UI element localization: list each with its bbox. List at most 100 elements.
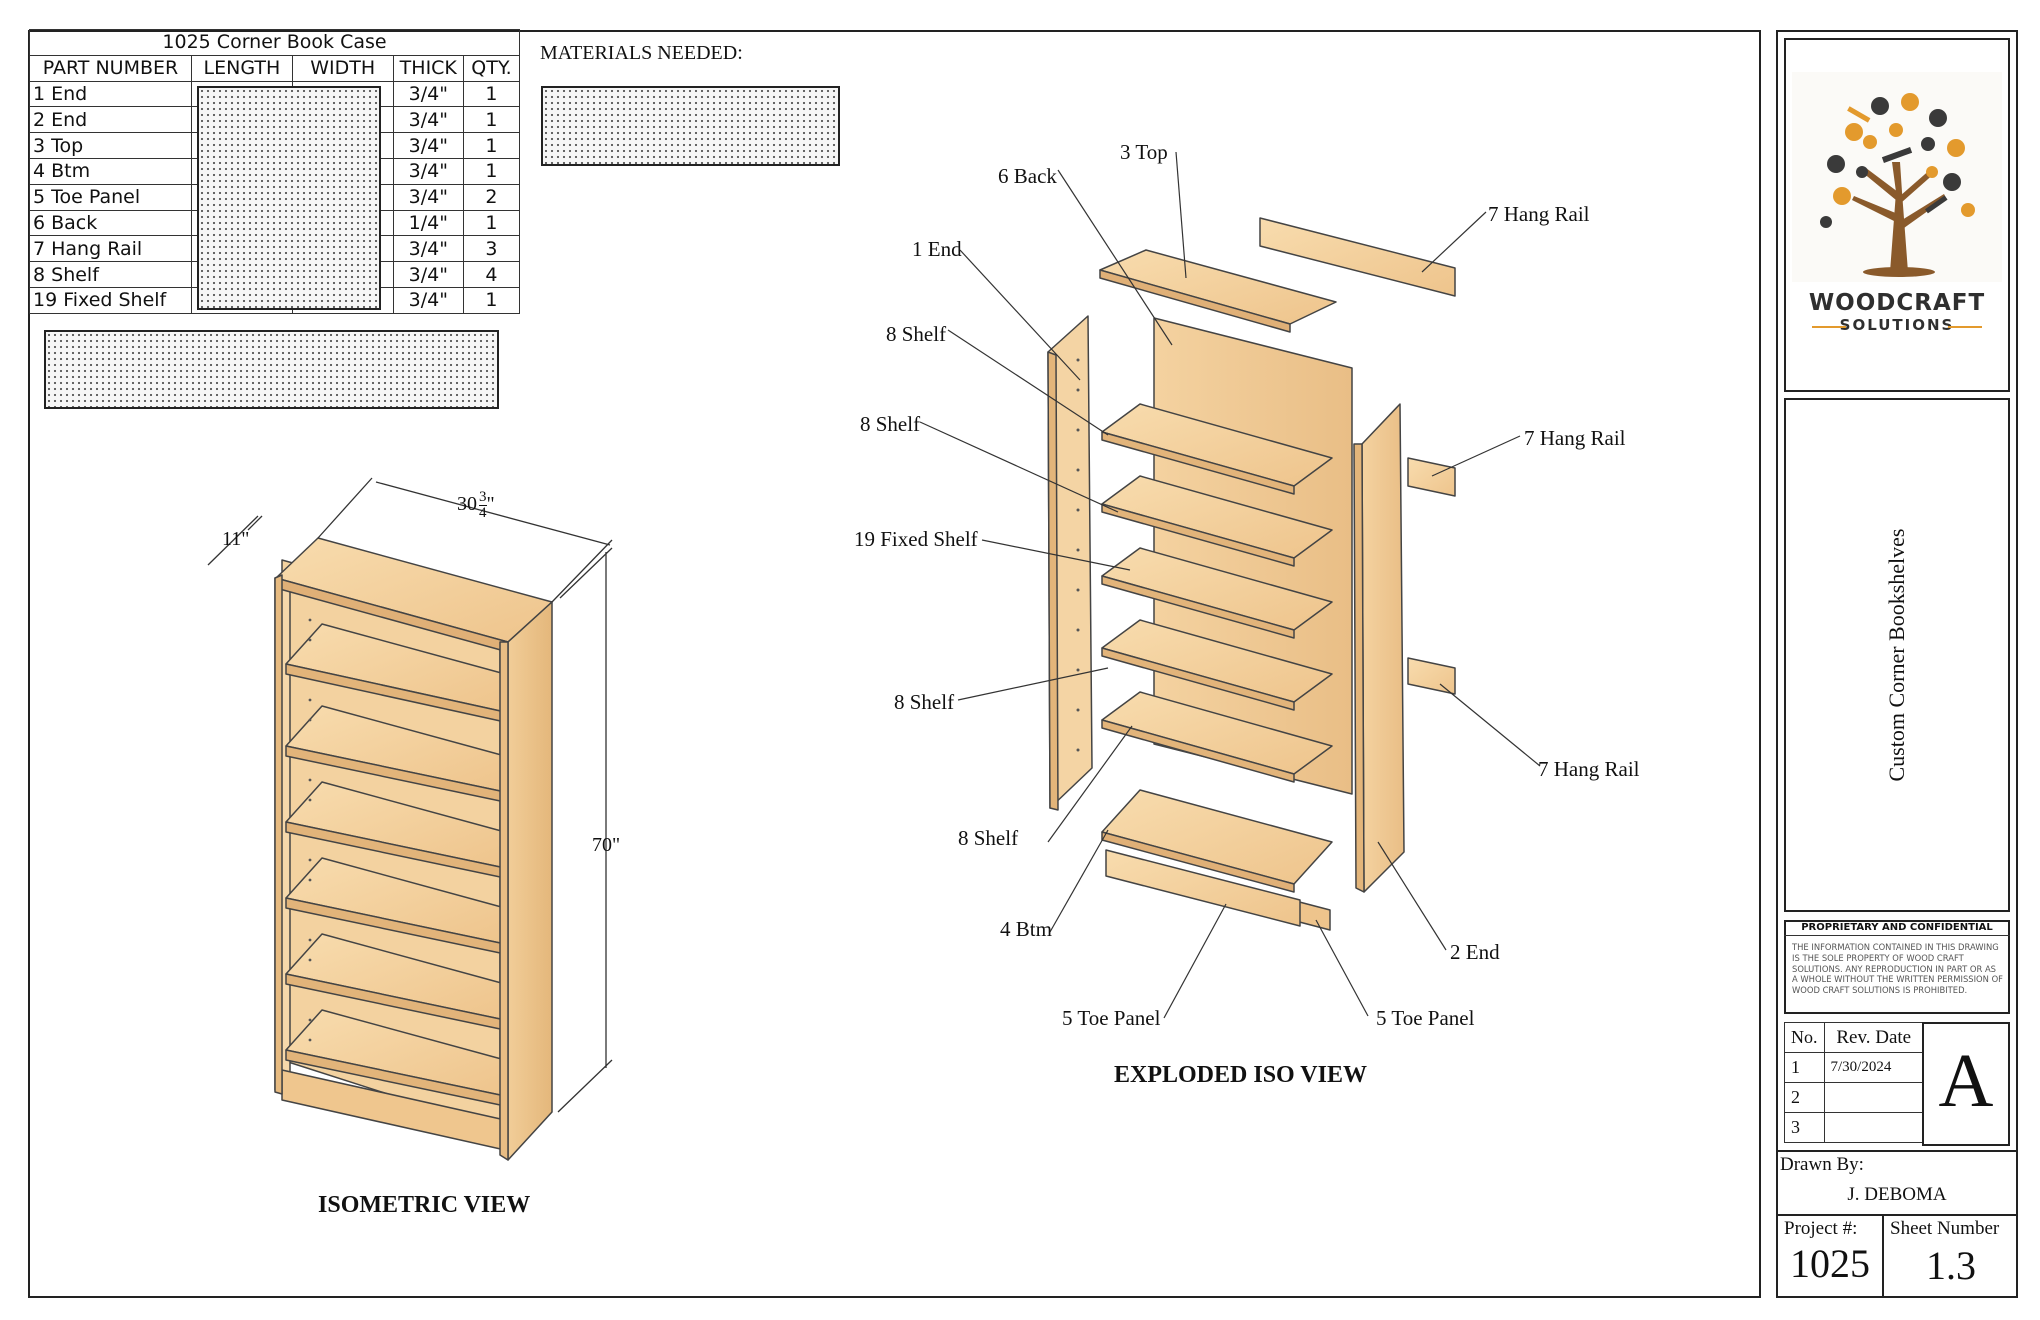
label-shelf-4: 8 Shelf bbox=[958, 826, 1019, 850]
label-end-1: 1 End bbox=[912, 237, 962, 261]
label-toe-panel-2: 5 Toe Panel bbox=[1376, 1006, 1475, 1030]
dimension-width-numerator: 3 bbox=[479, 489, 487, 506]
label-toe-panel-1: 5 Toe Panel bbox=[1062, 1006, 1161, 1030]
thick-cell: 3/4" bbox=[392, 235, 464, 263]
header-length: LENGTH bbox=[190, 54, 293, 82]
label-fixed-shelf: 19 Fixed Shelf bbox=[854, 527, 978, 551]
logo-rule-left bbox=[1812, 326, 1846, 328]
logo-panel bbox=[1784, 38, 2010, 392]
header-part-number: PART NUMBER bbox=[29, 54, 192, 82]
qty-cell: 1 bbox=[462, 286, 521, 314]
cut-list-title: 1025 Corner Book Case bbox=[29, 29, 520, 56]
part-cell: 4 Btm bbox=[29, 157, 192, 185]
redacted-notes-block bbox=[44, 330, 499, 409]
part-cell: 6 Back bbox=[29, 209, 192, 237]
sheet-number: 1.3 bbox=[1926, 1243, 1976, 1288]
header-thick: THICK bbox=[392, 54, 464, 82]
project-sheet-divider bbox=[1882, 1216, 1884, 1298]
label-shelf-1: 8 Shelf bbox=[886, 322, 947, 346]
size-letter: A bbox=[1938, 1039, 1994, 1123]
part-cell: 8 Shelf bbox=[29, 261, 192, 288]
qty-cell: 1 bbox=[462, 80, 521, 108]
drawing-title: Custom Corner Bookshelves bbox=[1884, 528, 1909, 782]
thick-cell: 1/4" bbox=[392, 209, 464, 237]
label-hang-rail-top: 7 Hang Rail bbox=[1488, 202, 1590, 226]
table-row: 3 bbox=[1784, 1112, 1924, 1143]
qty-cell: 4 bbox=[462, 261, 521, 288]
table-row: 2 bbox=[1784, 1082, 1924, 1113]
drawing-title-panel bbox=[1784, 398, 2010, 912]
redacted-dimensions-block bbox=[197, 86, 381, 310]
drawn-by-name: J. DEBOMA bbox=[1847, 1184, 1947, 1205]
proprietary-text: THE INFORMATION CONTAINED IN THIS DRAWIN… bbox=[1792, 942, 2003, 996]
part-cell: 3 Top bbox=[29, 132, 192, 159]
proprietary-panel bbox=[1784, 920, 2010, 1014]
exploded-view-drawing bbox=[919, 151, 1541, 1019]
dimension-width-whole: 30 bbox=[457, 493, 477, 516]
logo-rule-right bbox=[1948, 326, 1982, 328]
isometric-view-drawing bbox=[207, 477, 613, 1161]
dimension-depth: 11" bbox=[222, 528, 250, 550]
revision-no: 3 bbox=[1784, 1112, 1825, 1143]
materials-heading: MATERIALS NEEDED: bbox=[540, 42, 743, 64]
logo-text-woodcraft: WOODCRAFT bbox=[1808, 290, 1986, 316]
qty-cell: 1 bbox=[462, 132, 521, 159]
revision-no: 2 bbox=[1784, 1082, 1825, 1113]
drawing-frame bbox=[28, 30, 1761, 1298]
revision-date: 7/30/2024 bbox=[1823, 1052, 1924, 1083]
label-back: 6 Back bbox=[998, 164, 1057, 188]
header-width: WIDTH bbox=[291, 54, 394, 82]
part-cell: 7 Hang Rail bbox=[29, 235, 192, 263]
revision-date bbox=[1823, 1082, 1924, 1113]
part-cell: 2 End bbox=[29, 106, 192, 134]
dimension-height: 70" bbox=[592, 834, 621, 856]
project-label: Project #: bbox=[1784, 1218, 1858, 1239]
label-hang-rail-middle: 7 Hang Rail bbox=[1524, 426, 1626, 450]
label-bottom: 4 Btm bbox=[1000, 917, 1052, 941]
qty-cell: 3 bbox=[462, 235, 521, 263]
title-block-frame bbox=[1776, 30, 2018, 1298]
thick-cell: 3/4" bbox=[392, 106, 464, 134]
exploded-view-title: EXPLODED ISO VIEW bbox=[1114, 1062, 1367, 1088]
drawn-by-box bbox=[1776, 1150, 2018, 1216]
thick-cell: 3/4" bbox=[392, 183, 464, 211]
revision-no: 1 bbox=[1784, 1052, 1825, 1083]
qty-cell: 1 bbox=[462, 209, 521, 237]
qty-cell: 2 bbox=[462, 183, 521, 211]
label-end-2: 2 End bbox=[1450, 940, 1500, 964]
revision-date bbox=[1823, 1112, 1924, 1143]
label-shelf-2: 8 Shelf bbox=[860, 412, 921, 436]
qty-cell: 1 bbox=[462, 106, 521, 134]
part-cell: 1 End bbox=[29, 80, 192, 108]
label-top: 3 Top bbox=[1120, 140, 1168, 164]
label-hang-rail-bottom: 7 Hang Rail bbox=[1538, 757, 1640, 781]
project-number: 1025 bbox=[1790, 1241, 1870, 1286]
drawn-by-label: Drawn By: bbox=[1780, 1154, 1864, 1175]
thick-cell: 3/4" bbox=[392, 80, 464, 108]
thick-cell: 3/4" bbox=[392, 261, 464, 288]
cut-list-table: 1025 Corner Book Case PART NUMBER LENGTH… bbox=[29, 29, 521, 314]
redacted-materials-block bbox=[541, 86, 840, 166]
label-shelf-3: 8 Shelf bbox=[894, 690, 955, 714]
proprietary-heading: PROPRIETARY AND CONFIDENTIAL bbox=[1784, 922, 2010, 936]
thick-cell: 3/4" bbox=[392, 286, 464, 314]
qty-cell: 1 bbox=[462, 157, 521, 185]
dimension-width-unit: " bbox=[486, 493, 495, 516]
header-qty: QTY. bbox=[462, 54, 521, 82]
thick-cell: 3/4" bbox=[392, 132, 464, 159]
thick-cell: 3/4" bbox=[392, 157, 464, 185]
isometric-view-title: ISOMETRIC VIEW bbox=[318, 1192, 531, 1218]
part-cell: 19 Fixed Shelf bbox=[29, 286, 192, 314]
revision-date-header: Rev. Date bbox=[1823, 1022, 1924, 1053]
tree-tools-logo-icon bbox=[1792, 72, 2002, 282]
revision-header-row: No. Rev. Date bbox=[1784, 1022, 1924, 1053]
logo-text-solutions: SOLUTIONS bbox=[1839, 316, 1955, 334]
sheet-label: Sheet Number bbox=[1890, 1218, 2000, 1239]
revision-no-header: No. bbox=[1784, 1022, 1825, 1053]
part-cell: 5 Toe Panel bbox=[29, 183, 192, 211]
size-letter-box bbox=[1922, 1022, 2010, 1146]
